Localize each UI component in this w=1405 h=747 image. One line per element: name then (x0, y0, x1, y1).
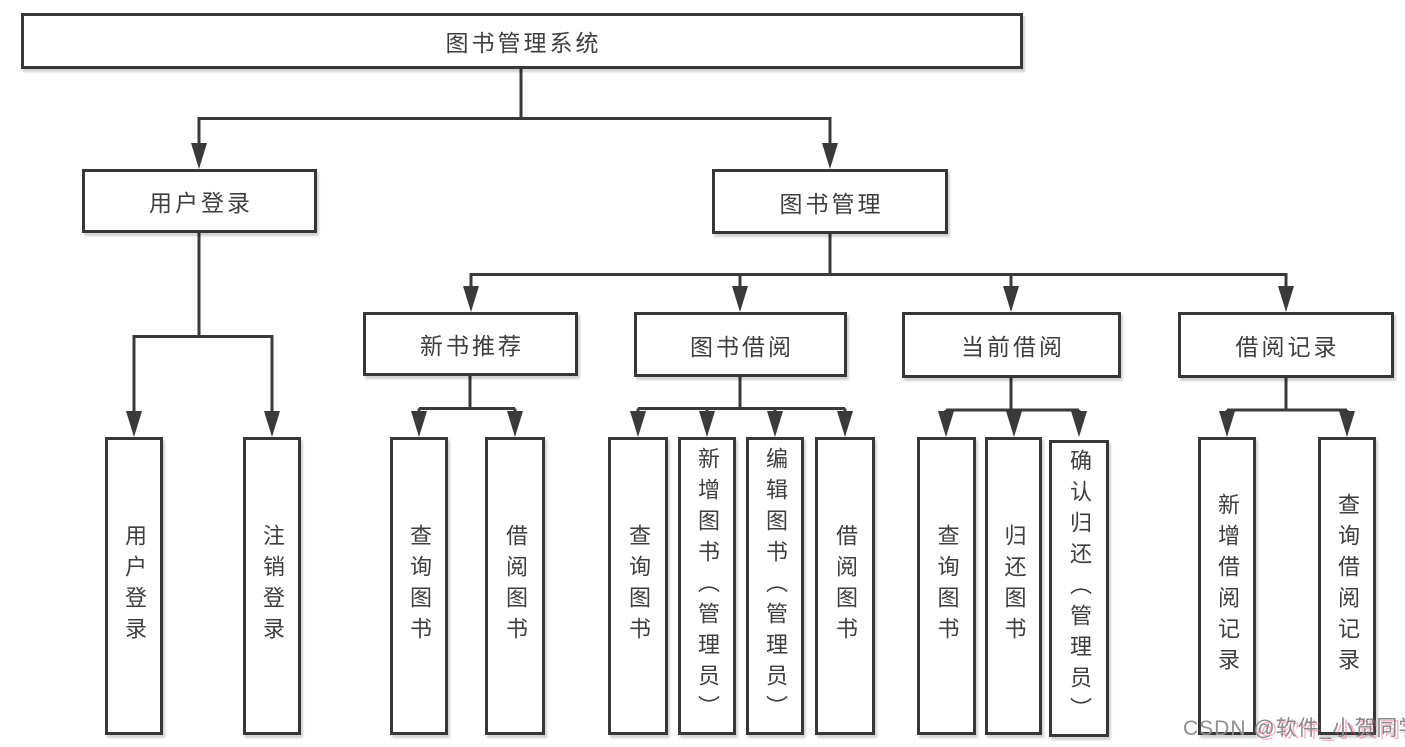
arrowhead (411, 411, 427, 437)
arrowhead (732, 286, 748, 312)
node-book-borrow: 图书借阅 (634, 312, 847, 377)
csdn-watermark: CSDN @软件_小贺同学 (1183, 712, 1405, 742)
node-new-book-recommend: 新书推荐 (363, 312, 578, 376)
leaf-query-books-borrow: 查询图书 (608, 437, 668, 735)
arrowhead (191, 143, 207, 169)
arrowhead (630, 411, 646, 437)
arrowhead (463, 286, 479, 312)
arrowhead (1278, 286, 1294, 312)
leaf-query-books-current: 查询图书 (917, 437, 976, 735)
arrowhead (822, 143, 838, 169)
arrowhead (767, 411, 783, 437)
leaf-user-login: 用户登录 (105, 437, 163, 735)
node-root-system: 图书管理系统 (21, 13, 1023, 69)
leaf-logout: 注销登录 (243, 437, 301, 735)
arrowhead (1339, 411, 1355, 437)
arrowheads (126, 143, 1355, 437)
arrowhead (1006, 411, 1022, 437)
arrowhead (507, 411, 523, 437)
leaf-borrow-books: 借阅图书 (815, 437, 875, 735)
leaf-add-book-admin: 新增图书（管理员） (678, 437, 736, 735)
leaf-edit-book-admin: 编辑图书（管理员） (746, 437, 804, 735)
arrowhead (1071, 411, 1087, 437)
arrowhead (938, 411, 954, 437)
arrowhead (699, 411, 715, 437)
leaf-borrow-books-recommend: 借阅图书 (485, 437, 545, 735)
node-book-management: 图书管理 (712, 169, 948, 234)
arrowhead (837, 411, 853, 437)
arrowhead (1003, 286, 1019, 312)
arrowhead (126, 411, 142, 437)
node-user-login: 用户登录 (82, 169, 317, 233)
leaf-add-borrow-record: 新增借阅记录 (1198, 437, 1256, 735)
csdn-watermark-prefix: CSDN (1183, 717, 1254, 740)
node-current-borrow: 当前借阅 (902, 312, 1121, 378)
arrowhead (264, 411, 280, 437)
arrowhead (1219, 411, 1235, 437)
leaf-query-borrow-record: 查询借阅记录 (1318, 437, 1376, 735)
csdn-watermark-handle: @软件_小贺同学 (1253, 717, 1405, 740)
leaf-confirm-return-admin: 确认归还（管理员） (1049, 440, 1109, 737)
leaf-query-books-recommend: 查询图书 (390, 437, 448, 735)
connector-segments (132, 68, 1349, 418)
leaf-return-book: 归还图书 (985, 437, 1042, 735)
node-borrow-records: 借阅记录 (1178, 312, 1394, 378)
